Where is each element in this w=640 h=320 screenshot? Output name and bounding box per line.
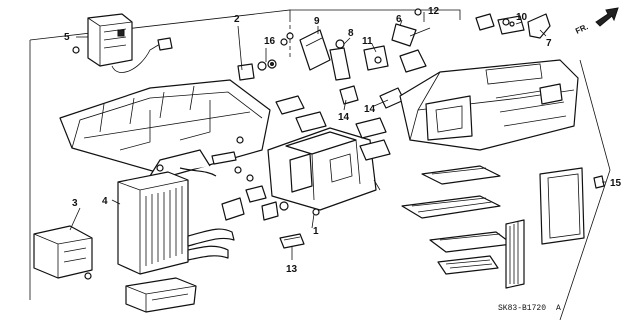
heater-unit-body (267, 95, 391, 216)
front-direction-indicator: FR. (574, 7, 619, 36)
diagram-code-suffix: A (556, 304, 561, 313)
screw (593, 175, 605, 189)
washer-set (257, 59, 277, 71)
clip (279, 233, 305, 249)
callout-5: 5 (64, 32, 70, 43)
callout-14a: 14 (338, 112, 350, 123)
callout-4: 4 (102, 196, 108, 207)
callout-8: 8 (348, 28, 354, 39)
callout-6: 6 (396, 14, 402, 25)
callout-3: 3 (72, 198, 78, 209)
callout-16: 16 (264, 36, 276, 47)
callout-7: 7 (546, 38, 552, 49)
leader-lines (69, 12, 606, 260)
callout-10: 10 (516, 12, 528, 23)
callout-14b: 14 (364, 104, 376, 115)
diagram-code-block: SK83-B1720 A (498, 304, 561, 313)
blend-door-housing (399, 59, 579, 151)
heater-lower-case (59, 63, 271, 177)
front-arrow-icon (595, 7, 619, 27)
evaporator-cores (401, 165, 513, 275)
core-bottom-cover (125, 277, 197, 313)
diagram-code: SK83-B1720 (498, 304, 546, 313)
core-panels (505, 167, 585, 289)
servo-motor (72, 13, 173, 73)
callout-11: 11 (362, 36, 373, 47)
heater-core (117, 171, 235, 275)
mounting-brackets (179, 151, 289, 221)
callout-13: 13 (286, 264, 298, 275)
heater-core-cover (33, 225, 93, 280)
callout-9: 9 (314, 16, 320, 27)
front-direction-label: FR. (574, 22, 589, 36)
callout-1: 1 (313, 226, 319, 237)
linkage-levers (280, 8, 551, 109)
callout-2: 2 (234, 14, 240, 25)
callout-12: 12 (428, 6, 440, 17)
callout-15: 15 (610, 178, 622, 189)
callout-labels: 1 2 3 4 5 6 7 8 9 10 11 12 13 14 14 15 1… (64, 6, 622, 275)
